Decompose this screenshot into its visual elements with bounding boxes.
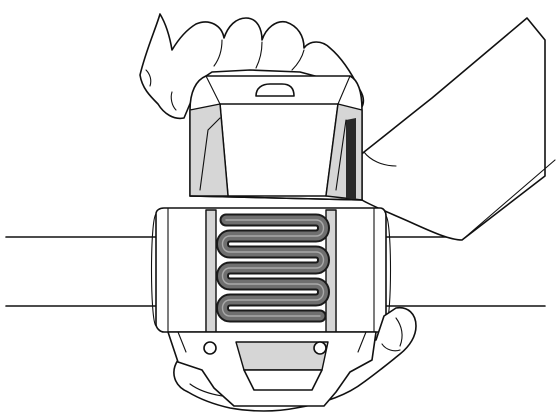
gasket-coil [216, 213, 330, 323]
left-pipe [5, 236, 169, 307]
top-housing [189, 75, 363, 201]
right-hand [355, 17, 556, 241]
bottom-housing [167, 331, 377, 407]
right-pipe [383, 236, 546, 307]
